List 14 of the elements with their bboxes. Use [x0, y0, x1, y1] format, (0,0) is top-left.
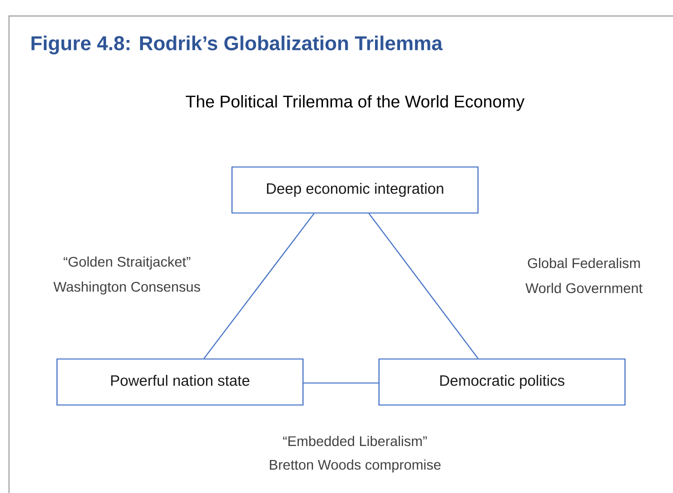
concept-box: Democratic politics — [378, 358, 626, 406]
region-label: World Government — [525, 282, 642, 294]
connector-line — [204, 213, 314, 359]
region-label: “Embedded Liberalism” — [283, 436, 427, 446]
region-label: “Golden Straitjacket” — [64, 256, 190, 270]
concept-box: Deep economic integration — [231, 166, 479, 214]
region-label: Global Federalism — [528, 258, 640, 268]
concept-box: Powerful nation state — [56, 358, 304, 406]
figure-title: Figure 4.8: Rodrik’s Globalization Trilemma — [32, 36, 443, 54]
region-label: Bretton Woods compromise — [270, 459, 441, 472]
diagram-heading: The Political Trilemma of the World Economy — [186, 95, 524, 111]
region-label: Washington Consensus — [53, 281, 200, 295]
connector-line — [304, 382, 378, 384]
connector-line — [368, 213, 478, 359]
